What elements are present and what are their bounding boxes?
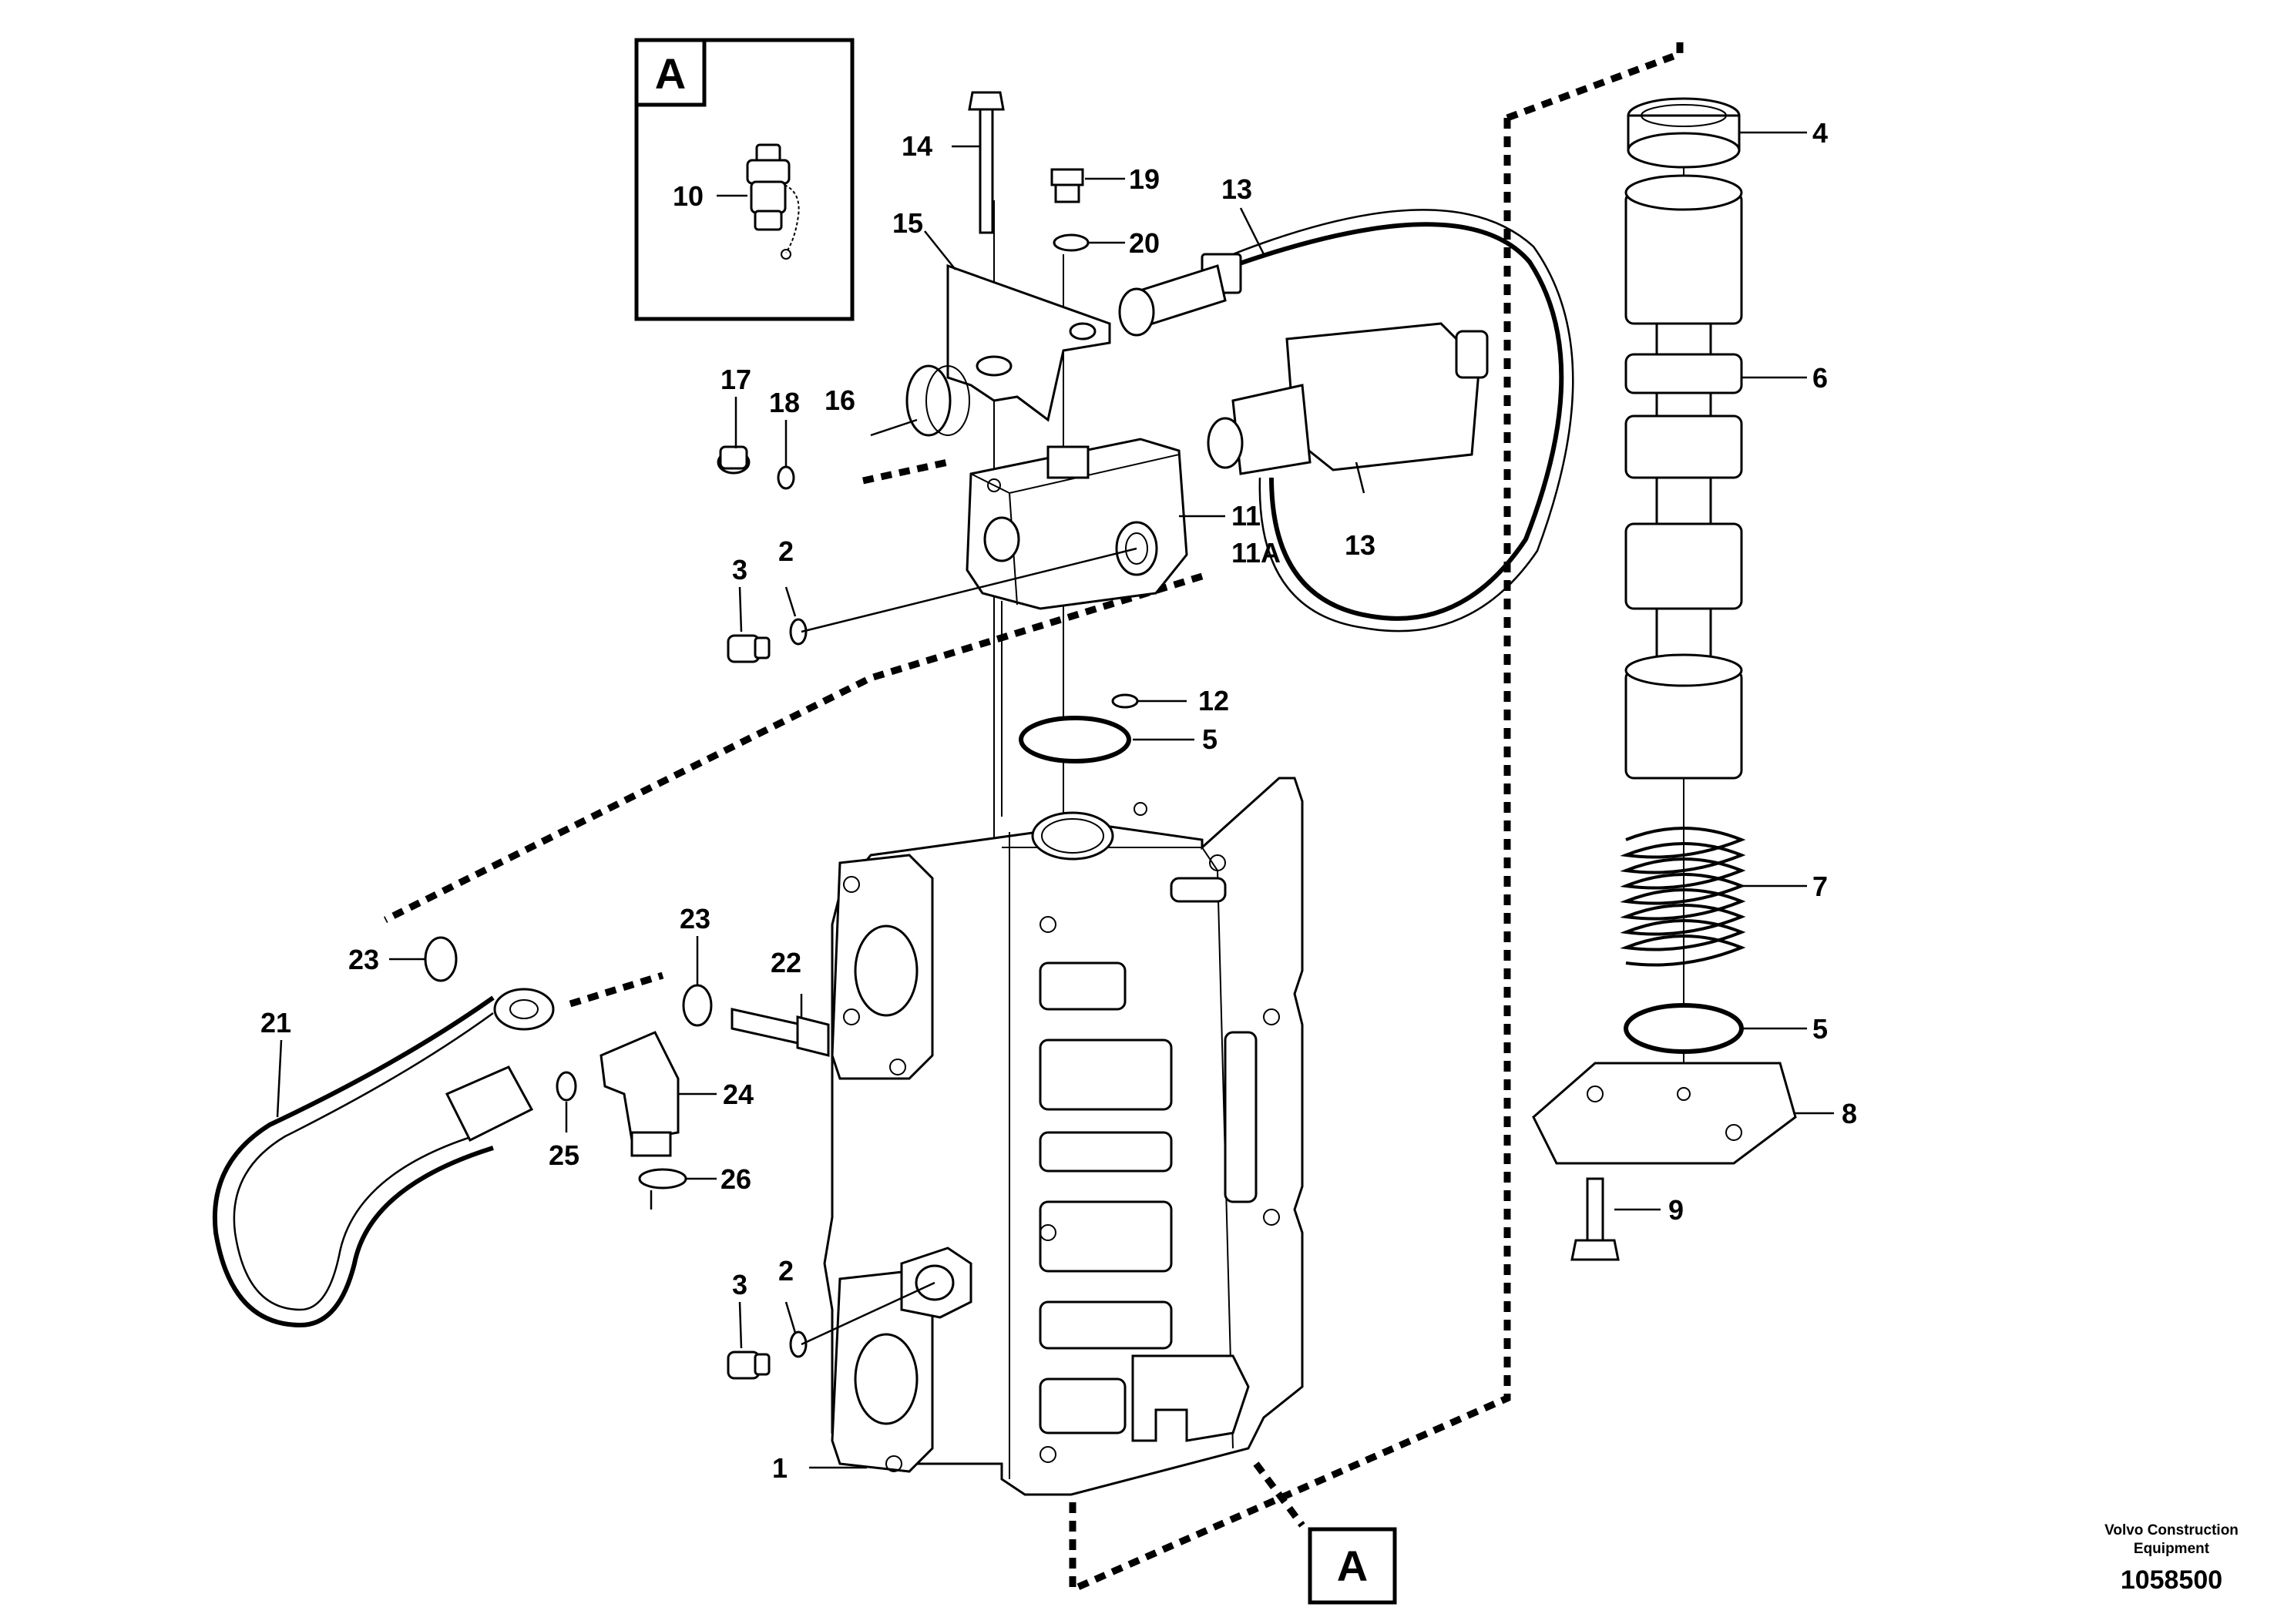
callout-17: 17 xyxy=(720,364,751,395)
plug-part-19 xyxy=(1050,168,1084,203)
callout-23: 23 xyxy=(348,944,379,975)
callout-4: 4 xyxy=(1812,117,1828,149)
callout-18: 18 xyxy=(769,387,800,418)
callout-13: 13 xyxy=(1221,173,1252,205)
callout-2: 2 xyxy=(778,1255,794,1287)
detail-a-marker: A xyxy=(1308,1527,1397,1605)
callout-19: 19 xyxy=(1129,163,1160,195)
callout-2: 2 xyxy=(778,535,794,567)
spool-part-6 xyxy=(1624,174,1743,780)
elbow-part-24 xyxy=(600,1031,680,1157)
doc-number: 1058500 xyxy=(2121,1565,2222,1595)
brand-line-1: Volvo Construction xyxy=(2104,1522,2239,1538)
o-ring-part-23-right xyxy=(682,984,713,1027)
callout-5: 5 xyxy=(1202,723,1218,755)
cover-plate-part-8 xyxy=(1532,1062,1797,1165)
callout-8: 8 xyxy=(1842,1098,1857,1129)
detail-a-inset: A xyxy=(634,38,855,321)
callout-10: 10 xyxy=(673,180,704,212)
plug-part-3-upper xyxy=(727,634,771,663)
callout-21: 21 xyxy=(260,1007,291,1038)
spring-part-7 xyxy=(1620,827,1746,967)
bolt-part-22 xyxy=(731,1008,830,1057)
sleeve-part-4 xyxy=(1627,97,1741,169)
o-ring-part-5-upper xyxy=(1019,716,1131,763)
callout-9: 9 xyxy=(1668,1194,1684,1226)
callout-1: 1 xyxy=(772,1452,788,1484)
o-ring-part-5-lower xyxy=(1624,1003,1744,1054)
plug-part-3-lower xyxy=(727,1351,771,1380)
part-10-drawing xyxy=(717,143,800,260)
callout-16: 16 xyxy=(825,384,855,416)
callout-11: 11 xyxy=(1231,500,1261,532)
o-ring-part-2-lower xyxy=(789,1330,808,1358)
detail-a-marker-letter: A xyxy=(1337,1542,1368,1590)
plug-part-17 xyxy=(717,445,751,475)
callout-3: 3 xyxy=(732,1269,747,1300)
callout-11a: 11A xyxy=(1231,537,1281,569)
valve-body-part-1 xyxy=(823,777,1304,1496)
adapter-block-part-11 xyxy=(966,438,1188,610)
detail-a-inset-letter: A xyxy=(655,49,686,98)
nut-part-16 xyxy=(870,364,970,437)
callout-20: 20 xyxy=(1129,227,1160,259)
callout-25: 25 xyxy=(549,1139,579,1171)
pipe-part-21 xyxy=(212,988,555,1328)
brand-line-2: Equipment xyxy=(2134,1541,2210,1557)
callout-12: 12 xyxy=(1198,685,1229,716)
callout-24: 24 xyxy=(723,1079,754,1110)
callout-13: 13 xyxy=(1345,529,1375,561)
document-footer: Volvo Construction Equipment 1058500 xyxy=(2104,1522,2239,1595)
bolt-part-14 xyxy=(968,91,1005,234)
bracket-part-15 xyxy=(946,263,1111,422)
bolt-part-9 xyxy=(1570,1177,1620,1261)
callout-6: 6 xyxy=(1812,362,1828,394)
leader-lines xyxy=(276,131,1834,1469)
callout-23: 23 xyxy=(680,903,710,934)
hose-part-13 xyxy=(1118,209,1574,632)
callout-5: 5 xyxy=(1812,1013,1828,1045)
callout-14: 14 xyxy=(902,130,932,162)
o-ring-part-26 xyxy=(638,1168,687,1189)
callout-26: 26 xyxy=(720,1163,751,1195)
callout-labels: 1 2 2 3 3 4 5 5 6 7 8 9 10 11 11A 12 13 … xyxy=(260,117,1857,1484)
o-ring-part-25 xyxy=(556,1071,577,1102)
dashed-reference-lines xyxy=(383,40,1684,1593)
o-ring-part-12 xyxy=(1111,693,1139,709)
o-ring-part-23-left xyxy=(424,936,458,982)
callout-15: 15 xyxy=(892,207,923,239)
callout-7: 7 xyxy=(1812,871,1828,902)
o-ring-part-2-upper xyxy=(789,618,808,646)
callout-3: 3 xyxy=(732,554,747,586)
o-ring-part-20 xyxy=(1053,233,1090,252)
o-ring-part-18 xyxy=(777,465,795,490)
callout-22: 22 xyxy=(771,947,801,978)
